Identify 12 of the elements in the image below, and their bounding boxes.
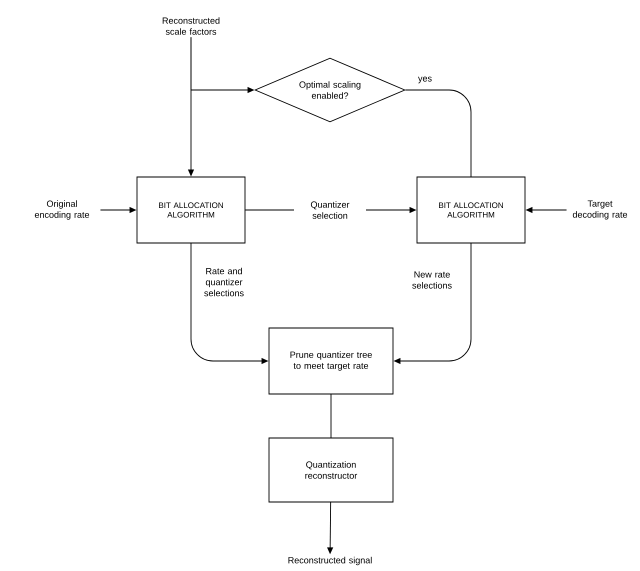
input-label: Reconstructed scale factors [162, 17, 220, 35]
input-label: Original encoding rate [34, 200, 90, 220]
output-label: Reconstructed signal [288, 556, 372, 566]
edge-label: yes [418, 76, 432, 84]
process-box: Quantization reconstructor [268, 438, 394, 502]
edge-label: Quantizer selection [294, 200, 366, 220]
process-box: BIT ALLOCATION ALGORITHM [416, 176, 526, 244]
input-label: Target decoding rate [572, 200, 628, 220]
process-box: Prune quantizer tree to meet target rate [268, 328, 394, 394]
edge-label: New rate selections [412, 271, 452, 289]
process-box: BIT ALLOCATION ALGORITHM [136, 176, 246, 244]
edge-label: Rate and quantizer selections [204, 268, 244, 296]
